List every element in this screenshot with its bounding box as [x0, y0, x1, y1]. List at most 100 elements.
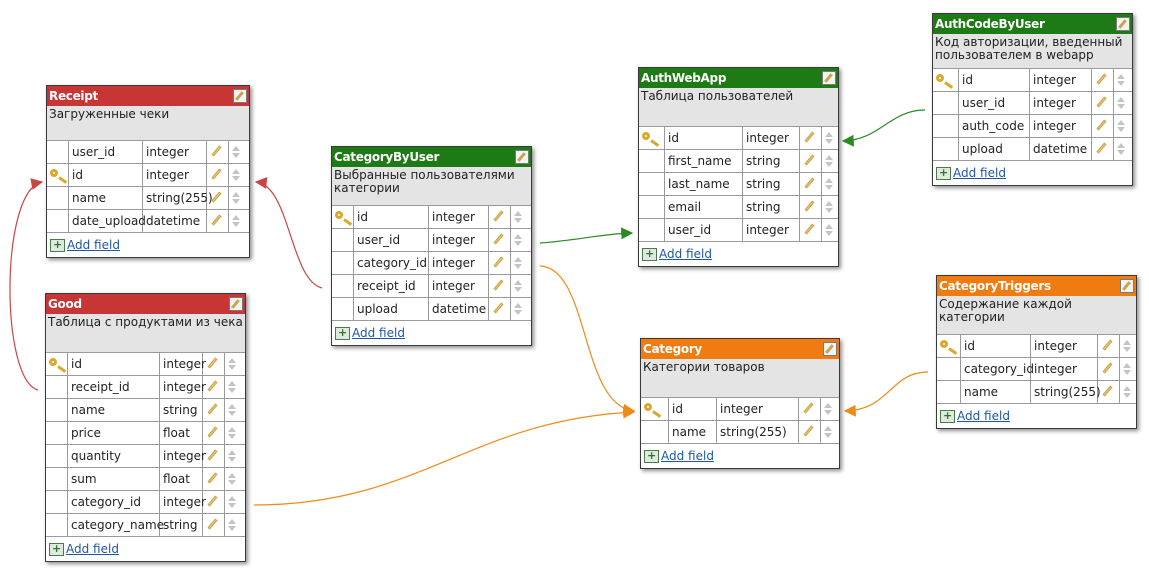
move-up-icon[interactable] [228, 381, 236, 386]
move-down-icon[interactable] [825, 185, 833, 190]
move-down-icon[interactable] [228, 411, 236, 416]
add-field-icon[interactable] [50, 237, 65, 253]
move-up-icon[interactable] [228, 358, 236, 363]
move-up-icon[interactable] [1117, 74, 1125, 79]
move-up-icon[interactable] [825, 201, 833, 206]
move-down-icon[interactable] [228, 480, 236, 485]
move-up-icon[interactable] [514, 280, 522, 285]
move-up-icon[interactable] [824, 403, 832, 408]
add-field-link[interactable]: Add field [66, 542, 119, 556]
pencil-icon[interactable] [1096, 119, 1107, 131]
move-down-icon[interactable] [232, 176, 240, 181]
pencil-icon[interactable] [803, 402, 814, 414]
move-down-icon[interactable] [1117, 81, 1125, 86]
add-field-link[interactable]: Add field [659, 247, 712, 261]
move-up-icon[interactable] [1123, 363, 1131, 368]
move-up-icon[interactable] [514, 303, 522, 308]
edit-table-icon[interactable] [1116, 17, 1130, 31]
move-down-icon[interactable] [1117, 150, 1125, 155]
pencil-icon[interactable] [207, 403, 218, 415]
pencil-icon[interactable] [1096, 73, 1107, 85]
move-down-icon[interactable] [514, 310, 522, 315]
edit-table-icon[interactable] [823, 342, 837, 356]
move-up-icon[interactable] [232, 215, 240, 220]
move-up-icon[interactable] [824, 426, 832, 431]
pencil-icon[interactable] [211, 168, 222, 180]
add-field-icon[interactable] [335, 325, 350, 341]
add-field-icon[interactable] [940, 408, 955, 424]
pencil-icon[interactable] [211, 145, 222, 157]
move-up-icon[interactable] [228, 450, 236, 455]
pencil-icon[interactable] [804, 223, 815, 235]
move-up-icon[interactable] [1117, 143, 1125, 148]
table-categorybyuser[interactable]: CategoryByUser Выбранные пользователями … [331, 146, 532, 346]
move-up-icon[interactable] [1117, 97, 1125, 102]
add-field-icon[interactable] [644, 448, 659, 464]
move-up-icon[interactable] [232, 169, 240, 174]
add-field-link[interactable]: Add field [352, 326, 405, 340]
move-down-icon[interactable] [1123, 370, 1131, 375]
pencil-icon[interactable] [207, 357, 218, 369]
table-header[interactable]: AuthWebApp [639, 68, 838, 88]
move-down-icon[interactable] [232, 153, 240, 158]
table-header[interactable]: CategoryTriggers [937, 276, 1136, 296]
move-down-icon[interactable] [1123, 347, 1131, 352]
move-up-icon[interactable] [232, 192, 240, 197]
pencil-icon[interactable] [803, 425, 814, 437]
move-down-icon[interactable] [825, 162, 833, 167]
move-down-icon[interactable] [228, 503, 236, 508]
move-up-icon[interactable] [228, 473, 236, 478]
table-header[interactable]: Receipt [47, 86, 249, 106]
edit-table-icon[interactable] [515, 150, 529, 164]
move-up-icon[interactable] [514, 234, 522, 239]
move-down-icon[interactable] [825, 208, 833, 213]
move-up-icon[interactable] [228, 404, 236, 409]
pencil-icon[interactable] [207, 380, 218, 392]
pencil-icon[interactable] [211, 214, 222, 226]
add-field-link[interactable]: Add field [957, 409, 1010, 423]
add-field-link[interactable]: Add field [953, 166, 1006, 180]
move-down-icon[interactable] [825, 231, 833, 236]
add-field-link[interactable]: Add field [661, 449, 714, 463]
pencil-icon[interactable] [207, 449, 218, 461]
move-up-icon[interactable] [825, 224, 833, 229]
pencil-icon[interactable] [1096, 96, 1107, 108]
move-down-icon[interactable] [228, 526, 236, 531]
pencil-icon[interactable] [1096, 142, 1107, 154]
pencil-icon[interactable] [804, 154, 815, 166]
pencil-icon[interactable] [207, 495, 218, 507]
pencil-icon[interactable] [493, 302, 504, 314]
move-down-icon[interactable] [228, 365, 236, 370]
move-up-icon[interactable] [825, 132, 833, 137]
move-up-icon[interactable] [514, 257, 522, 262]
pencil-icon[interactable] [207, 518, 218, 530]
edit-table-icon[interactable] [229, 297, 243, 311]
table-header[interactable]: AuthCodeByUser [933, 14, 1132, 34]
table-header[interactable]: Category [641, 339, 839, 359]
move-down-icon[interactable] [825, 139, 833, 144]
move-down-icon[interactable] [514, 218, 522, 223]
add-field-icon[interactable] [49, 541, 64, 557]
